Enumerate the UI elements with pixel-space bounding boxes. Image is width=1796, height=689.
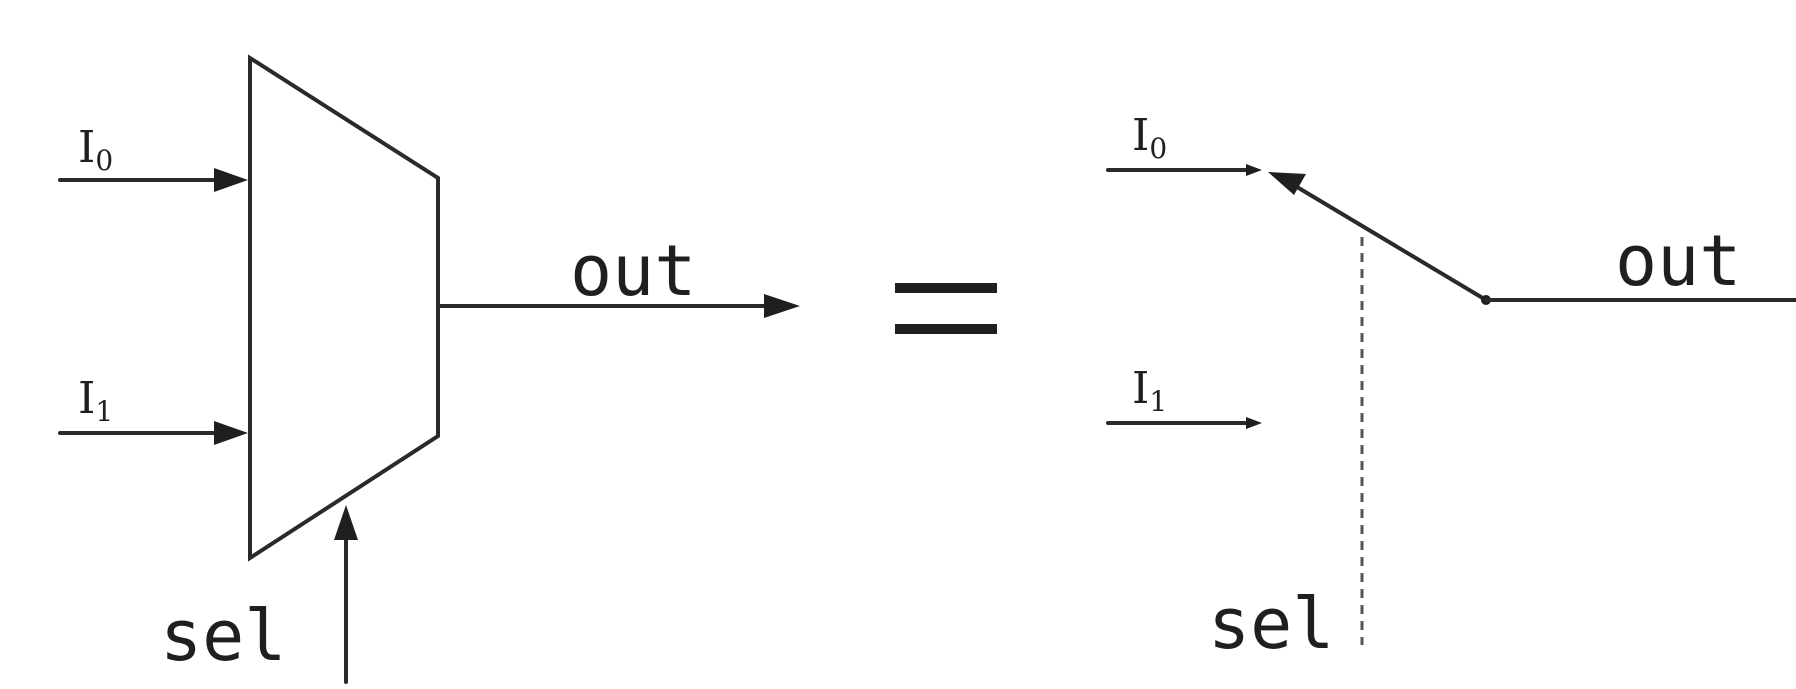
mux-select-label: sel <box>160 595 286 677</box>
switch-arm <box>1290 182 1488 302</box>
switch-select-label: sel <box>1208 583 1334 665</box>
switch-input1-label-sub: 1 <box>1149 385 1167 418</box>
switch-input0-label: I0 <box>1132 110 1167 165</box>
mux-body <box>248 54 440 562</box>
equals-sign: = <box>895 283 997 334</box>
mux-input1-label-sub: 1 <box>95 395 113 428</box>
switch-input1-label: I1 <box>1132 363 1167 418</box>
switch-input0-label-base: I <box>1132 110 1149 161</box>
mux-input0-label-sub: 0 <box>95 144 113 177</box>
mux-output-arrowhead <box>764 294 800 318</box>
mux-input0-label-base: I <box>78 122 95 173</box>
mux-select-arrowhead <box>334 505 358 540</box>
mux-input0-label: I0 <box>78 122 113 177</box>
equals-top-bar <box>895 283 997 293</box>
switch-arm-arrowhead <box>1268 172 1306 195</box>
switch-input1-arrowhead <box>1246 417 1262 429</box>
equals-bottom-bar <box>895 324 997 334</box>
switch-output-label: out <box>1615 220 1741 302</box>
switch-input0-label-sub: 0 <box>1149 132 1167 165</box>
mux-output-label: out <box>570 230 696 312</box>
switch-input0-arrowhead <box>1246 164 1262 176</box>
mux-input1-arrowhead <box>214 421 248 445</box>
mux-input0-arrowhead <box>214 168 248 192</box>
switch-input1-label-base: I <box>1132 363 1149 414</box>
mux-symbol: I0 I1 out sel <box>58 54 800 684</box>
switch-equivalent: I0 I1 out sel <box>1106 110 1796 665</box>
mux-input1-label: I1 <box>78 373 113 428</box>
mux-input1-label-base: I <box>78 373 95 424</box>
